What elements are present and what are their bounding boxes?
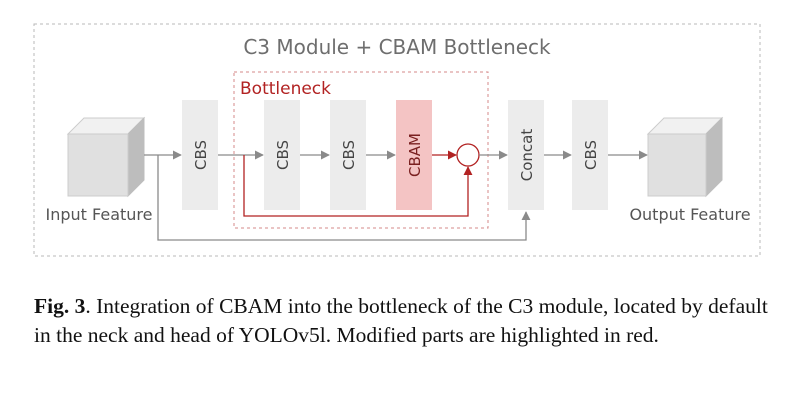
- output-feature-cube: [646, 116, 724, 198]
- cbs-block-2-label: CBS: [274, 140, 292, 170]
- bottleneck-title: Bottleneck: [240, 79, 331, 99]
- concat-block-label: Concat: [518, 129, 536, 182]
- arrow-bypass-to-concat: [157, 155, 531, 241]
- bottleneck-frame: [233, 71, 489, 229]
- c3-module-frame: [33, 23, 761, 257]
- caption-lead: Fig. 3: [34, 294, 86, 318]
- cbs-block-3-label: CBS: [340, 140, 358, 170]
- cbs-block-1-label: CBS: [192, 140, 210, 170]
- input-feature-label: Input Feature: [46, 205, 153, 224]
- cbs-block-4-label: CBS: [582, 140, 600, 170]
- c3-module-title: C3 Module + CBAM Bottleneck: [243, 35, 551, 59]
- cbs-block-4: [572, 100, 608, 210]
- caption-text: . Integration of CBAM into the bottlenec…: [34, 294, 768, 347]
- concat-block: [508, 100, 544, 210]
- arrow-residual-to-add: [243, 155, 473, 217]
- cbam-block-label: CBAM: [406, 133, 424, 177]
- output-feature-label: Output Feature: [629, 205, 750, 224]
- cbs-block-3: [330, 100, 366, 210]
- c3-cbam-diagram: C3 Module + CBAM Bottleneck Bottleneck I…: [33, 23, 761, 257]
- input-feature-cube: [66, 116, 146, 198]
- add-node: [456, 143, 480, 167]
- cbs-block-1: [182, 100, 218, 210]
- cbs-block-2: [264, 100, 300, 210]
- figure-caption: Fig. 3. Integration of CBAM into the bot…: [34, 292, 774, 350]
- cbam-block: [396, 100, 432, 210]
